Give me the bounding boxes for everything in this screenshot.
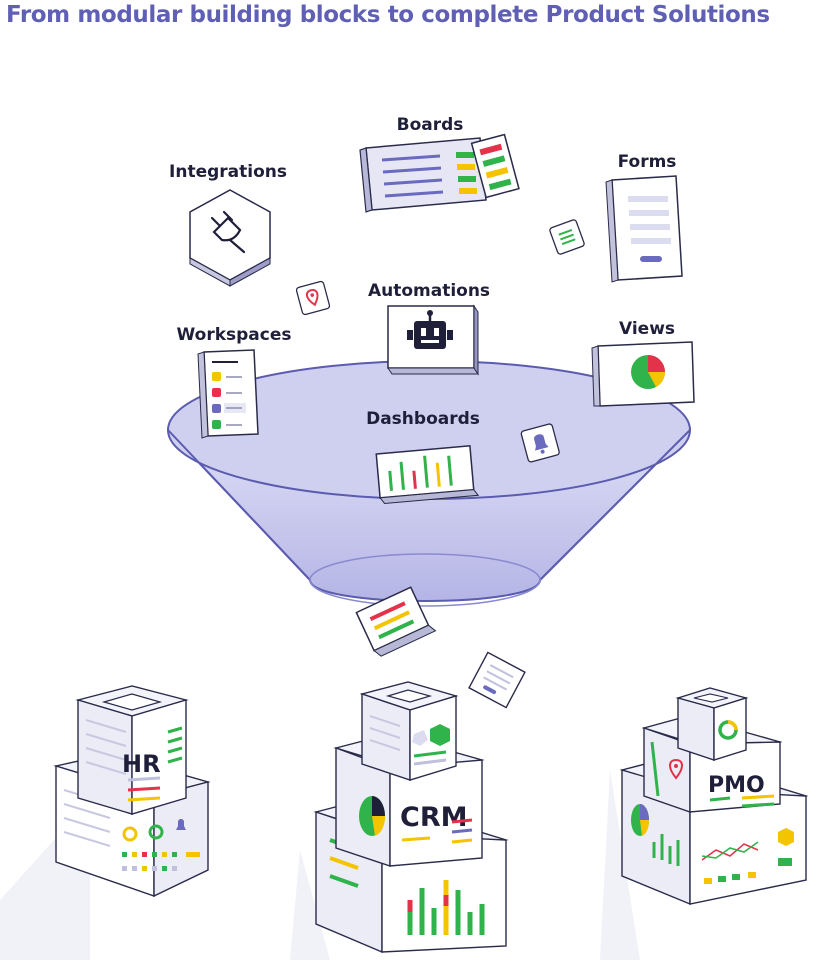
label-boards: Boards: [396, 115, 464, 135]
plug-icon: [210, 210, 246, 254]
bell-icon: [520, 423, 560, 463]
hr-building: HR: [53, 685, 211, 898]
hexagon-icon: [778, 828, 794, 846]
pie-chart-icon: [631, 355, 665, 389]
forms-block: [605, 175, 683, 283]
integrations-block: [189, 189, 271, 287]
label-dashboards: Dashboards: [366, 409, 480, 429]
donut-icon: [718, 720, 738, 740]
label-forms: Forms: [617, 152, 677, 172]
hexagon-icon: [430, 724, 450, 746]
label-automations: Automations: [367, 281, 491, 301]
crm-building: CRM: [313, 681, 509, 954]
robot-icon: [407, 310, 453, 349]
pie-chart-icon: [631, 804, 650, 836]
label-integrations: Integrations: [169, 162, 287, 182]
location-pin-icon: [295, 280, 331, 316]
pie-chart-icon: [359, 796, 386, 836]
funnel-output-card: [355, 586, 437, 657]
flying-card: [468, 651, 526, 709]
label-workspaces: Workspaces: [176, 325, 292, 345]
label-views: Views: [618, 319, 676, 339]
automations-block: [387, 304, 479, 376]
boards-block: [359, 133, 520, 213]
location-pin-icon: [669, 758, 683, 780]
crm-label: CRM: [400, 802, 467, 833]
boards-card: [470, 133, 520, 199]
hr-label: HR: [122, 750, 161, 778]
list-icon: [549, 219, 585, 255]
dashboards-block: [375, 445, 480, 504]
workspaces-block: [197, 349, 259, 439]
pmo-label: PMO: [708, 773, 765, 798]
page-title: From modular building blocks to complete…: [6, 2, 770, 28]
pmo-building: PMO: [619, 687, 809, 906]
donut-icon: [122, 824, 164, 842]
views-block: [591, 341, 695, 407]
